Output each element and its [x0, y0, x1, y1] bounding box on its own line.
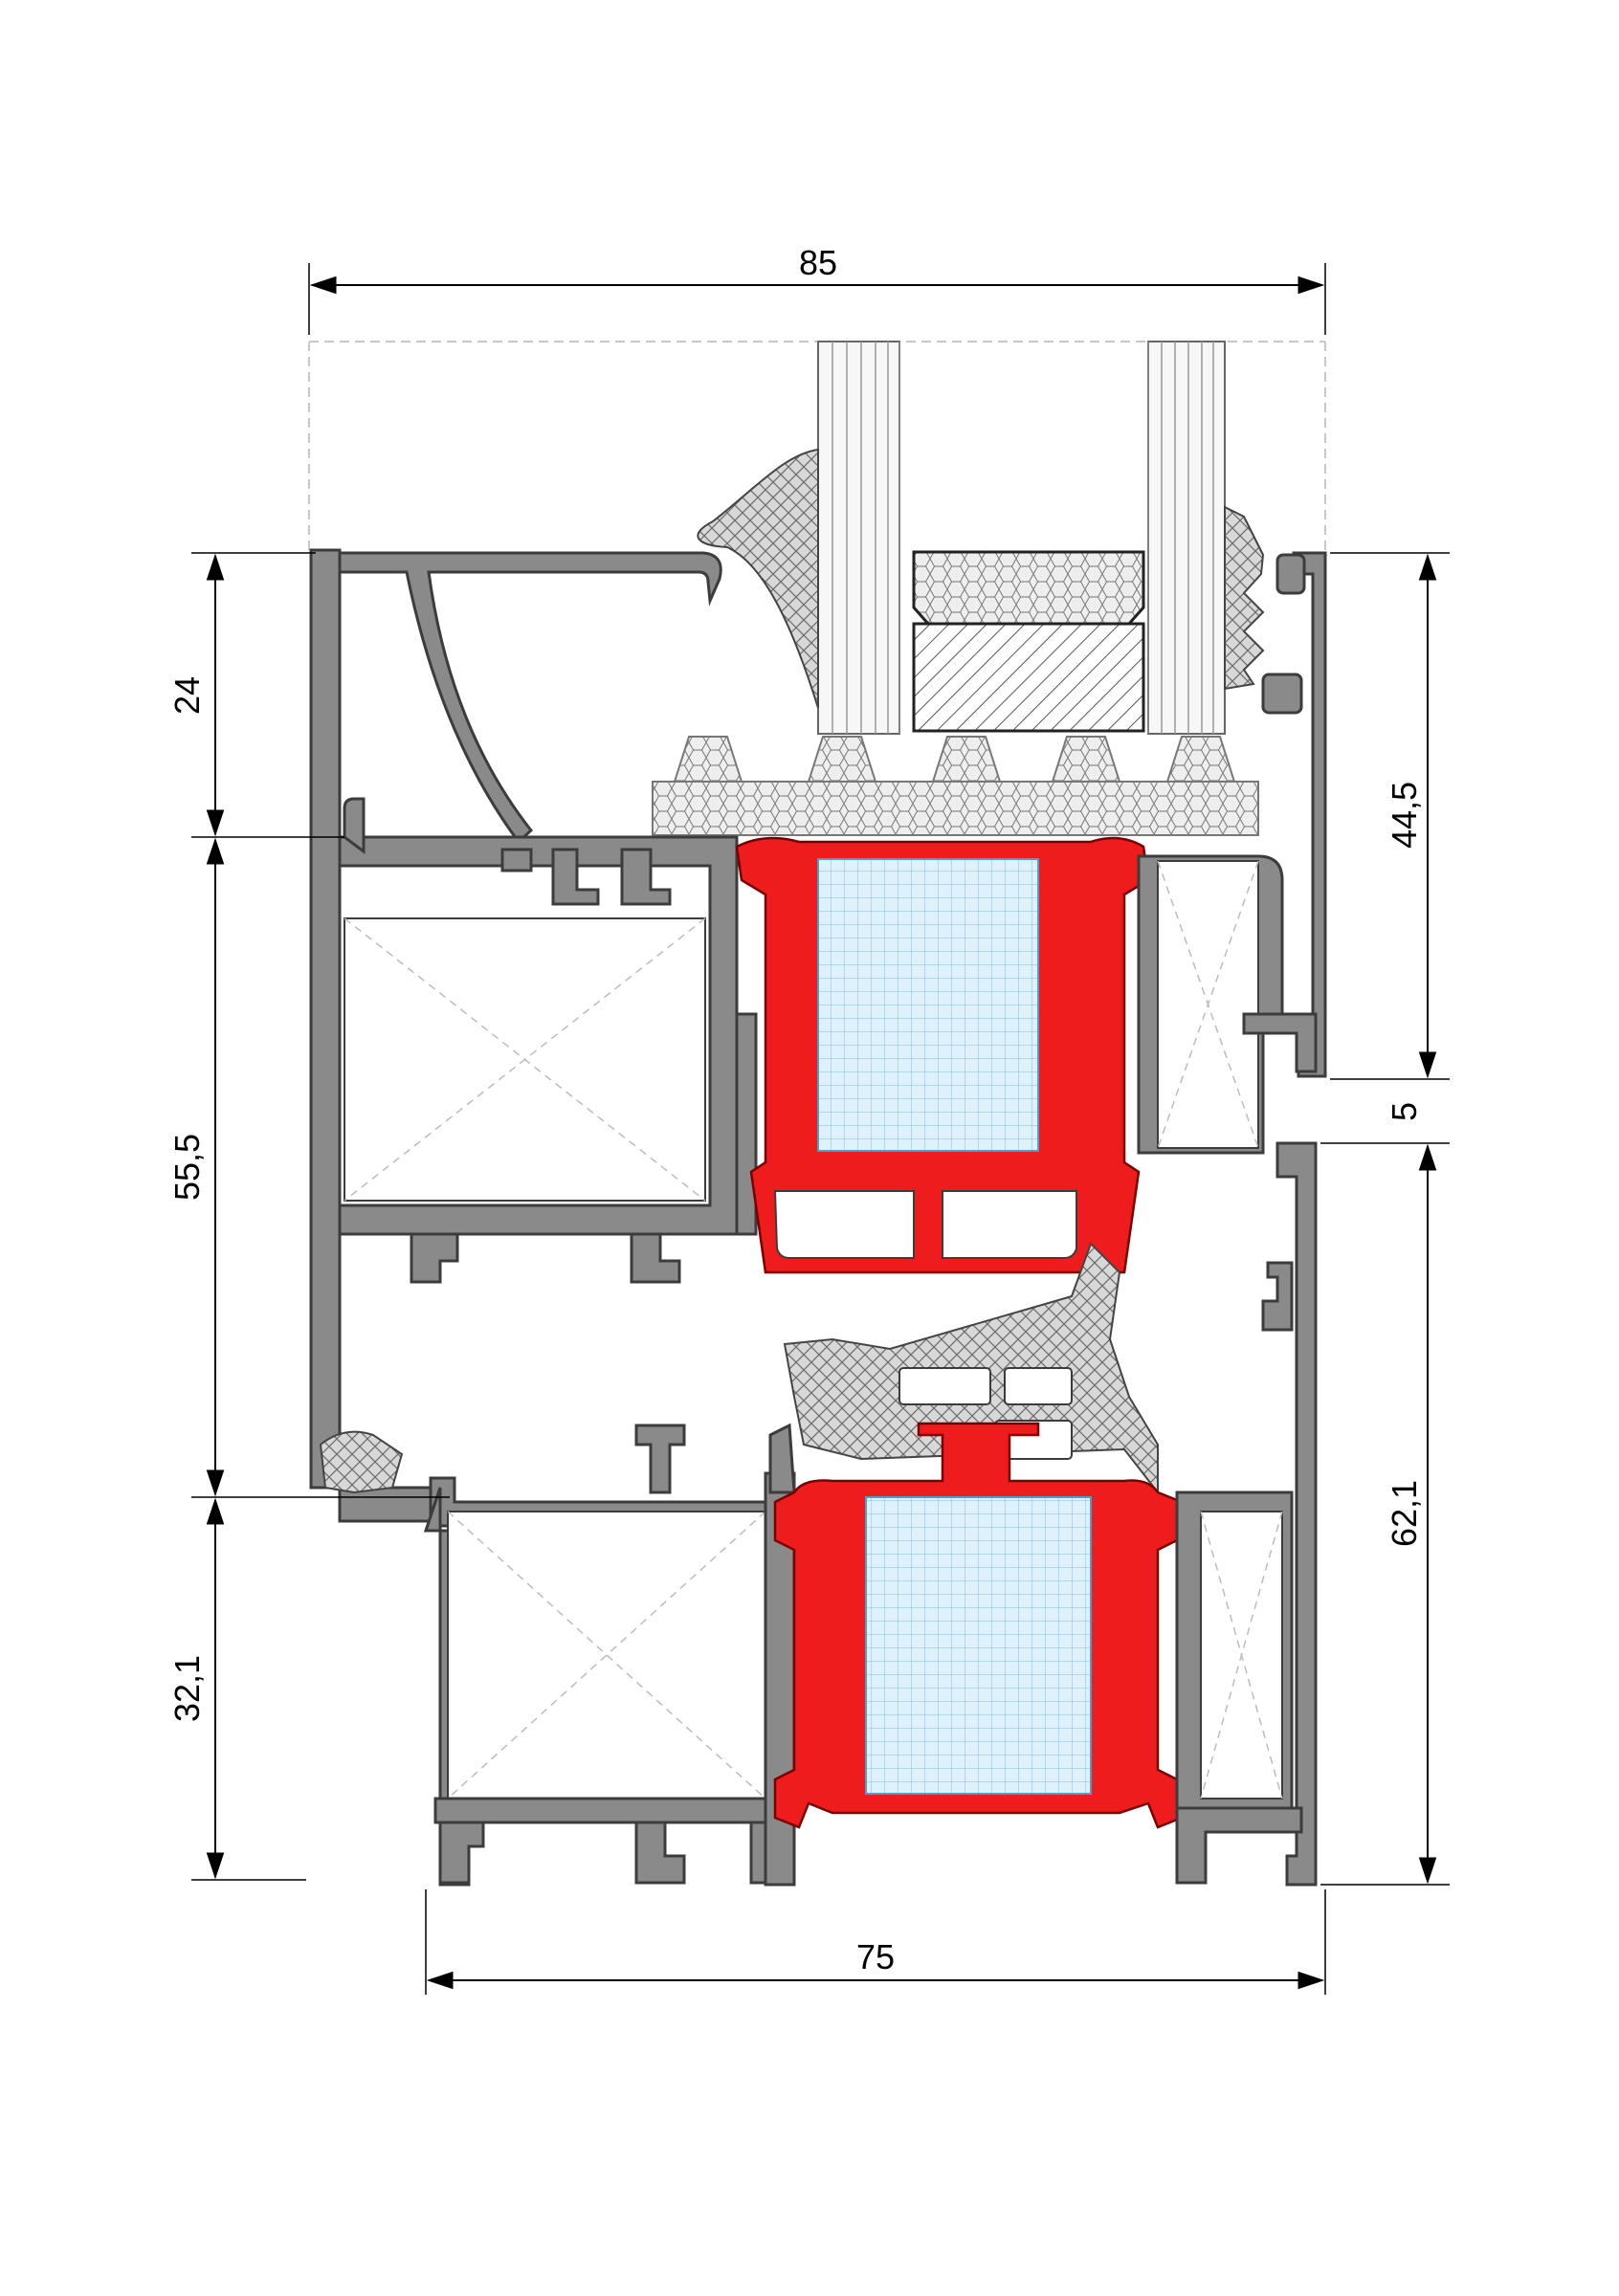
glass-spacer — [912, 550, 1145, 733]
dim-bottom-width: 75 — [856, 1937, 895, 1976]
sash-profile-lower — [311, 1423, 796, 1887]
glass-pane-right — [1147, 341, 1226, 735]
frame-profile-upper — [309, 548, 758, 1490]
glazing-bead-profile — [319, 551, 722, 845]
frame-profile-lower-right — [1175, 1141, 1318, 1887]
dim-top-width: 85 — [799, 243, 837, 282]
glass-pane-left — [817, 341, 900, 735]
dimension-labels: 85 75 24 55,5 32,1 44,5 5 62,1 — [167, 243, 1424, 1976]
insulation-strip — [652, 736, 1259, 836]
glazing-gasket-right — [1224, 505, 1265, 691]
thermal-break-lower — [773, 1422, 1184, 1829]
dim-right-gap: 5 — [1385, 1102, 1424, 1121]
dimension-lines — [191, 263, 1450, 1995]
sash-gasket-lower — [319, 1242, 1159, 1495]
dim-right-upper: 44,5 — [1385, 782, 1424, 849]
dim-left-middle: 55,5 — [167, 1134, 207, 1201]
thermal-break-upper — [735, 836, 1150, 1274]
dim-left-upper: 24 — [167, 676, 207, 715]
frame-post-right-upper — [1137, 551, 1327, 1155]
glass-unit — [697, 341, 1265, 735]
dim-left-lower: 32,1 — [167, 1655, 207, 1722]
glazing-gasket-left — [697, 448, 819, 709]
dim-right-lower: 62,1 — [1385, 1480, 1424, 1547]
